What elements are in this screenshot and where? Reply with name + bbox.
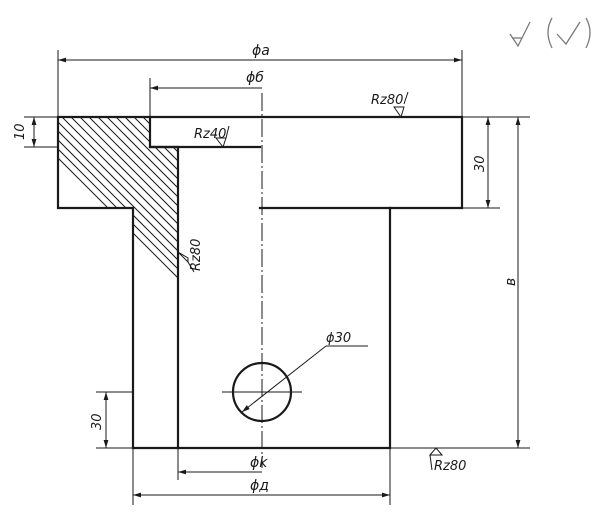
hatch-line — [396, 100, 604, 460]
hatch-line — [270, 100, 604, 460]
hatch-line — [477, 100, 604, 460]
dim-total-height: в — [390, 116, 530, 449]
hatch-line — [279, 100, 604, 460]
hatch-line — [152, 117, 178, 448]
roughness-top: Rz80 — [371, 91, 409, 119]
hatch-line — [58, 117, 178, 448]
roughness-bottom-label: Rz80 — [434, 459, 466, 474]
hatch-line — [134, 117, 178, 448]
hatch-line — [71, 117, 178, 448]
hatch-line — [225, 100, 585, 460]
hatch-line — [216, 100, 576, 460]
hatch-line — [297, 100, 604, 460]
hatch-line — [450, 100, 604, 460]
dim-flange-height: 30 — [462, 116, 500, 209]
hatch-line — [288, 100, 604, 460]
hatch-line — [324, 100, 604, 460]
hatch-line — [98, 117, 178, 448]
hatch-line — [58, 117, 178, 448]
dim-bottom-height: 30 — [90, 391, 133, 449]
hatch-line — [170, 117, 178, 448]
hatch-line — [189, 100, 549, 460]
hatch-line — [369, 100, 604, 460]
hatch-line — [180, 100, 540, 460]
dim-diam-k: ϕk — [177, 448, 268, 480]
dim-diam-b: ϕб — [149, 70, 264, 117]
label-flange-height: 30 — [473, 155, 488, 172]
hatch-line — [80, 117, 178, 448]
roughness-bottom: Rz80 — [428, 447, 466, 474]
hatch-line — [58, 117, 178, 448]
label-bottom-height: 30 — [90, 413, 105, 430]
roughness-inner-wall: Rz80 — [177, 239, 204, 273]
dim-diam-a: ϕa — [57, 43, 463, 117]
hatch-line — [504, 100, 604, 460]
hatch-line — [549, 100, 604, 460]
hatch-line — [58, 117, 178, 448]
label-diam-k: ϕk — [250, 455, 268, 471]
hatch-line — [125, 117, 178, 448]
hatch-line — [540, 100, 604, 460]
hatch-line — [107, 117, 178, 448]
hatch-line — [243, 100, 603, 460]
general-roughness-symbol — [509, 17, 591, 49]
hatch-line — [342, 100, 604, 460]
hatch-line — [58, 117, 178, 448]
label-flange-thickness: 10 — [13, 123, 28, 140]
hatch-line — [459, 100, 604, 460]
hatch-line — [62, 117, 178, 448]
hatch-line — [261, 100, 604, 460]
roughness-bore-label: Rz40 — [194, 127, 226, 142]
hatch-line — [306, 100, 604, 460]
hatch-line — [315, 100, 604, 460]
hatch-line — [360, 100, 604, 460]
dim-flange-thickness: 10 — [13, 116, 58, 148]
label-total-height: в — [503, 278, 519, 286]
hatch-line — [333, 100, 604, 460]
hatch-line — [585, 100, 604, 460]
dim-hole-diam: ϕ30 — [241, 331, 368, 413]
hatch-line — [594, 100, 604, 460]
hatch-line — [161, 117, 178, 448]
hatch-line — [567, 100, 604, 460]
hatch-line — [558, 100, 604, 460]
hatch-line — [531, 100, 604, 460]
hatch-line — [387, 100, 604, 460]
roughness-bore-face: Rz40 — [194, 125, 230, 149]
hatch-line — [378, 100, 604, 460]
hatch-line — [441, 100, 604, 460]
hatch-line — [252, 100, 604, 460]
dim-diam-d: ϕд — [132, 448, 391, 505]
roughness-top-label: Rz80 — [371, 93, 403, 108]
label-diam-b: ϕб — [246, 70, 264, 86]
hatch-line — [116, 117, 178, 448]
hatch-line — [576, 100, 604, 460]
hatch-line — [143, 117, 178, 448]
label-diam-d: ϕд — [250, 478, 269, 494]
label-diam-a: ϕa — [252, 43, 270, 59]
hatch-line — [58, 117, 178, 448]
label-hole-diam: ϕ30 — [326, 331, 351, 346]
hatch-line — [58, 117, 178, 448]
hatch-line — [522, 100, 604, 460]
hole-circle — [222, 361, 302, 423]
roughness-wall-label: Rz80 — [189, 239, 204, 271]
hatch-line — [89, 117, 178, 448]
hatch-line — [513, 100, 604, 460]
